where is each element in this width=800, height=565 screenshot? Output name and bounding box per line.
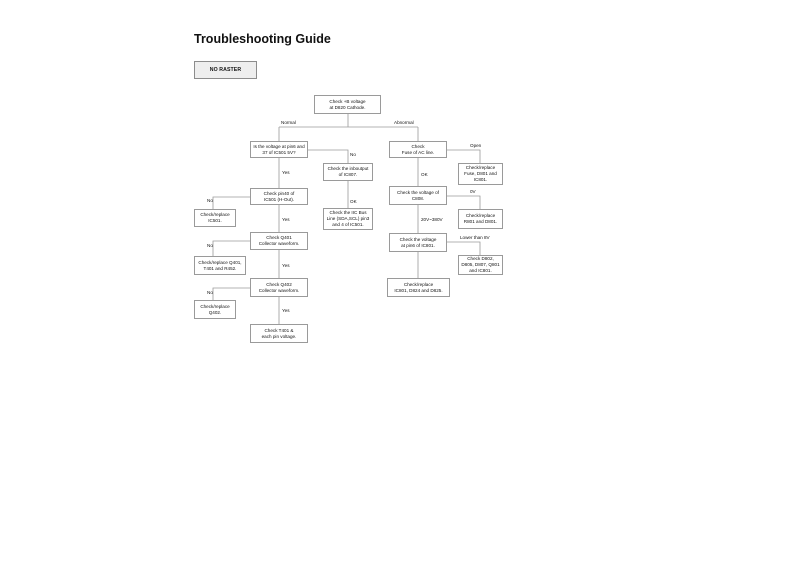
replace-r801-box: Check/replace R801 and D801. (458, 209, 503, 229)
label-normal: Normal (281, 120, 296, 125)
label-no-inboutput: No (350, 152, 356, 157)
check-t401-box: Check T401 & each pin voltage. (250, 324, 308, 343)
label-voltage-range: 20V~380V (421, 217, 443, 222)
check-d802-box: Check D802, D805, D807, Q801 and IC801. (458, 255, 503, 275)
label-yes-t401: Yes (282, 308, 290, 313)
page-title: Troubleshooting Guide (194, 32, 331, 46)
replace-q402-box: Check/replace Q402. (194, 300, 236, 319)
label-ok-c808: OK (421, 172, 428, 177)
check-inboutput-box: Check the inboutput of IC807. (323, 163, 373, 181)
label-yes-q402: Yes (282, 263, 290, 268)
label-lower-than-8v: Lower than 8V (460, 235, 490, 240)
replace-ic801-box: Check/replace IC801, D824 and D825. (387, 278, 450, 297)
replace-fuse-box: Check/replace Fuse, D801 and IC801. (458, 163, 503, 185)
label-open: Open (470, 143, 482, 148)
label-zero-volt: 0V (470, 189, 476, 194)
label-yes-pin40: Yes (282, 170, 290, 175)
label-ok-bus: OK (350, 199, 357, 204)
label-abnormal: Abnormal (394, 120, 414, 125)
symptom-tag: NO RASTER (194, 61, 257, 79)
check-pin40-box: Check pin40 of IC501 (H-Out). (250, 188, 308, 205)
label-no-q401: No (207, 243, 213, 248)
label-yes-q401: Yes (282, 217, 290, 222)
check-q401-box: Check Q401 Collector waveform. (250, 232, 308, 250)
check-q402-box: Check Q402 Collector waveform. (250, 278, 308, 297)
replace-q401-box: Check/replace Q401, T401 and R452. (194, 256, 246, 275)
replace-ic501-box: Check/replace IC501. (194, 209, 236, 227)
pin-voltage-question-box: Is the voltage at pin6 and 37 of IC501 5… (250, 141, 308, 158)
start-check-box: Check +B voltage at D820 Cathode. (314, 95, 381, 114)
label-no-q402: No (207, 290, 213, 295)
check-c808-box: Check the voltage of C808. (389, 186, 447, 205)
label-no-ic501: No (207, 198, 213, 203)
check-iic-bus-box: Check the IIC Bus Line (SDA,SCL) pin3 an… (323, 208, 373, 230)
check-fuse-box: Check Fuse of AC line. (389, 141, 447, 158)
check-pin6-box: Check the voltage at pin6 of IC801. (389, 233, 447, 252)
